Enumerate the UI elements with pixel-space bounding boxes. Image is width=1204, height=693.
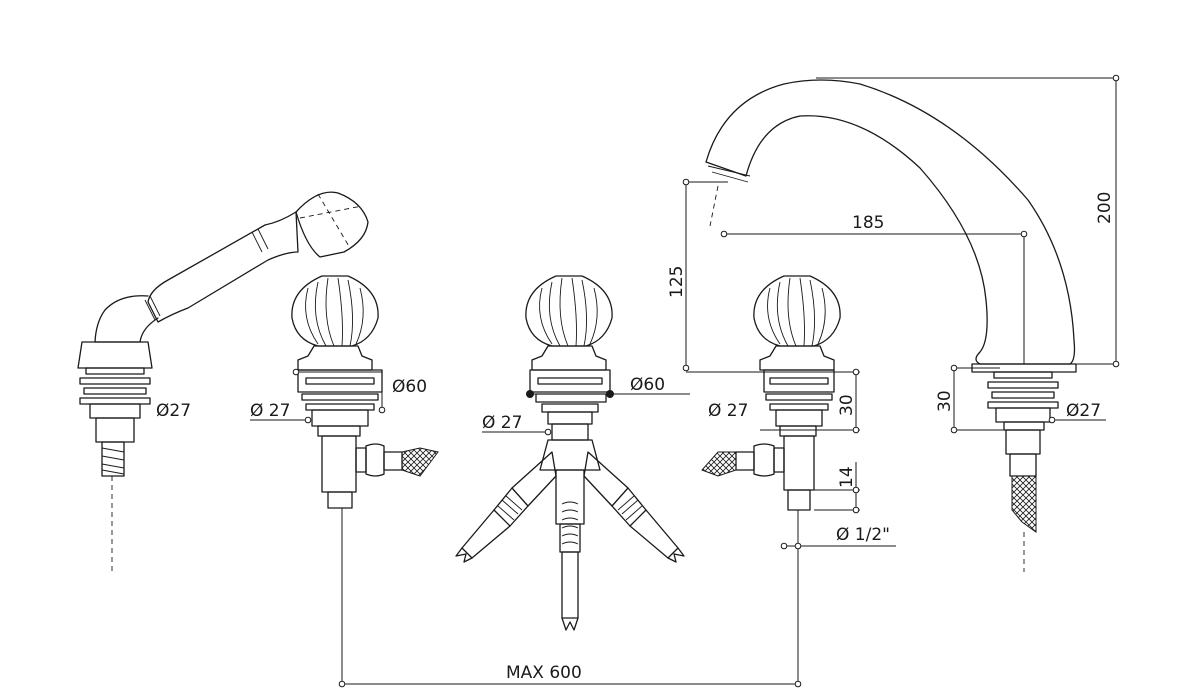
dim-h14: 14 <box>837 466 857 488</box>
dim-d-half-inch: Ø 1/2" <box>836 525 890 545</box>
dim-max600: MAX 600 <box>506 663 582 683</box>
dim-d27-right-valve: Ø 27 <box>708 401 748 421</box>
dimension-nodes <box>292 74 1120 688</box>
dim-d27-spout: Ø27 <box>1066 401 1101 421</box>
center-diverter <box>455 275 690 631</box>
right-valve <box>686 275 896 684</box>
dim-h125: 125 <box>667 266 687 298</box>
dim-d60-left: Ø60 <box>392 377 427 397</box>
dim-h30-valve: 30 <box>837 394 857 416</box>
dim-w185: 185 <box>852 213 884 233</box>
dim-h200: 200 <box>1095 192 1115 224</box>
dim-d27-left-valve: Ø 27 <box>250 401 290 421</box>
dim-d27-center: Ø 27 <box>482 413 522 433</box>
spout <box>684 77 1118 572</box>
dim-d27-hand-shower: Ø27 <box>156 401 191 421</box>
hand-shower <box>77 191 369 572</box>
dim-d60-center: Ø60 <box>630 375 665 395</box>
dim-h30-spout: 30 <box>935 390 955 412</box>
left-valve <box>250 275 439 684</box>
